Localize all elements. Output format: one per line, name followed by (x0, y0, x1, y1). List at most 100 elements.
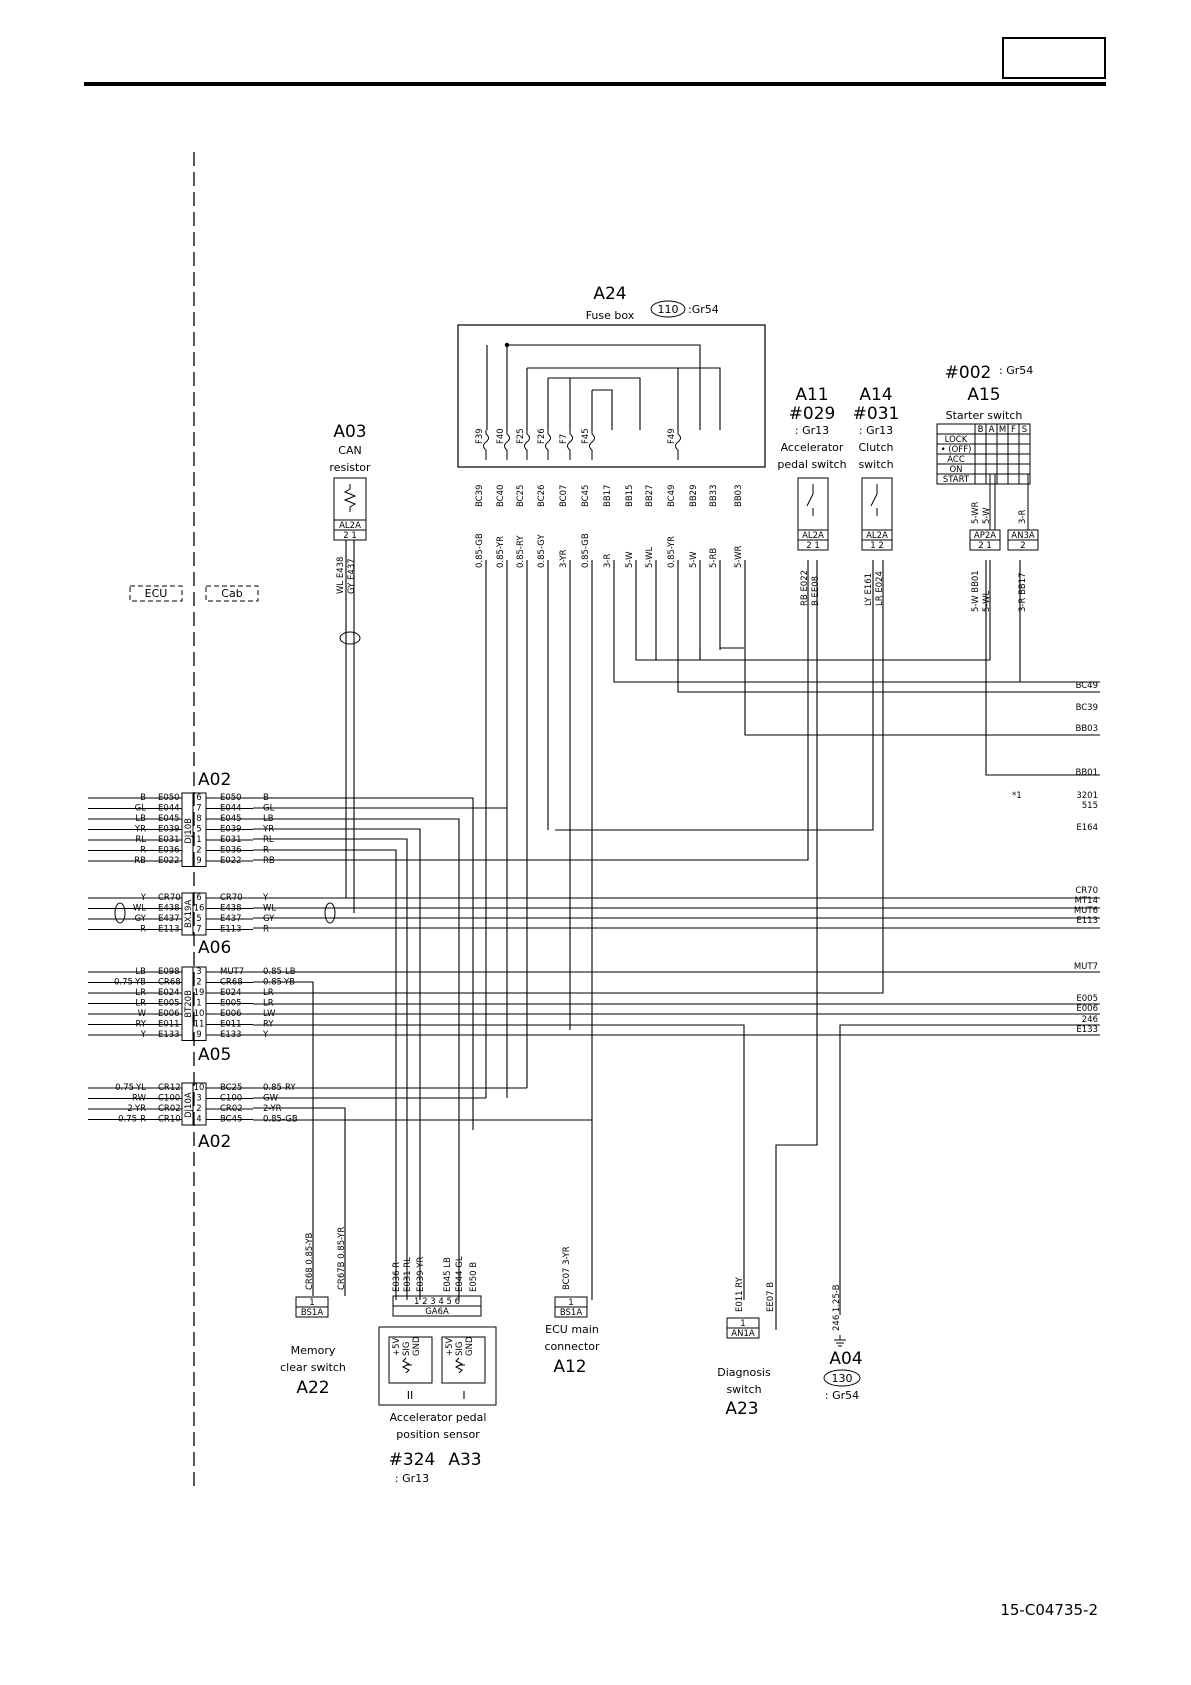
conn-pin: 3 (196, 967, 201, 977)
a11-pins: 2 1 (806, 541, 820, 551)
a22-id: A22 (296, 1378, 329, 1398)
right-edge-label: 246 (1082, 1015, 1098, 1025)
conn-right-wire: E036 (220, 846, 242, 856)
fuse-label: F25 (516, 428, 526, 444)
zone-ecu-label: ECU (145, 587, 168, 600)
a22-name2: clear switch (280, 1361, 346, 1374)
a12-name1: ECU main (545, 1323, 599, 1336)
right-edge-label: BC49 (1076, 681, 1098, 691)
conn-left-color: 2-YR (127, 1104, 146, 1114)
right-edge-label: E006 (1076, 1004, 1098, 1014)
conn-pin: 10 (194, 1083, 205, 1093)
conn-right-wire: E005 (220, 999, 242, 1009)
a33-signal-label: SIG (455, 1342, 465, 1357)
conn-right-wire: E044 (220, 804, 242, 814)
a33-wire-label: E045 LB (443, 1257, 453, 1292)
conn-pin: 5 (196, 914, 201, 924)
a11-wire1: RB E022 (800, 570, 810, 606)
a24-ref-oval (650, 300, 686, 318)
conn-left-wire: CR12 (158, 1083, 181, 1093)
fuse-output-wire: BB27 (645, 485, 655, 507)
a15-conn1: AP2A (974, 531, 996, 541)
fuse-output-color: 0.85-GB (475, 533, 485, 568)
a15-grp: : Gr54 (999, 364, 1033, 377)
wiring-lines (253, 560, 1100, 1330)
conn-right-wire: E024 (220, 988, 242, 998)
right-edge-label: E113 (1076, 916, 1098, 926)
a15-bot3: 3-R BB17 (1018, 572, 1028, 612)
a04-ref-oval (823, 1369, 861, 1387)
conn-pin: 8 (196, 814, 201, 824)
a33-wire-label: E039 YR (416, 1257, 426, 1292)
conn-pin: 2 (196, 1104, 201, 1114)
conn-right-wire: E006 (220, 1009, 242, 1019)
a33-conn: GA6A (425, 1307, 449, 1317)
a23-wire2: EE07 B (766, 1282, 776, 1312)
bx19a-twist-right-icon (324, 902, 336, 924)
conn-left-color: Y (140, 1030, 147, 1040)
conn-pin: 6 (196, 793, 201, 803)
conn-left-wire: CR68 (158, 978, 181, 988)
fuse-output-wire: BC45 (581, 485, 591, 507)
fuse-output-color: 3-YR (559, 549, 569, 568)
conn-left-wire: E005 (158, 999, 180, 1009)
conn-pin: 1 (196, 835, 201, 845)
conn-pin: 7 (196, 804, 201, 814)
conn-left-wire: CR10 (158, 1115, 181, 1125)
conn-pin: 10 (194, 1009, 205, 1019)
a11-num: #029 (789, 404, 836, 424)
a03-conn: AL2A (339, 521, 361, 531)
conn-right-wire: CR02 (220, 1104, 243, 1114)
a11-name1: Accelerator (781, 441, 844, 454)
fuse-label: F49 (667, 428, 677, 444)
a15-bot1: 5-W BB01 (971, 570, 981, 612)
a11-switch-icon (806, 484, 814, 516)
conn-left-color: GL (135, 804, 147, 814)
conn-left-wire: E039 (158, 825, 180, 835)
a15-top3: 3-R (1018, 510, 1028, 524)
dj10a-label: A02 (198, 1132, 231, 1152)
a33-wire-label: E036 R (392, 1262, 402, 1292)
conn-right-wire: E050 (220, 793, 242, 803)
fuse-output-wire: BC26 (537, 485, 547, 507)
conn-left-wire: CR02 (158, 1104, 181, 1114)
fuse-icon (567, 430, 573, 460)
fuse-output-color: 5-WL (645, 546, 655, 568)
fuse-output-color: 0.85-YR (496, 536, 506, 568)
a12-pin: 1 (568, 1298, 573, 1308)
conn-pin: 4 (196, 1115, 201, 1125)
fuse-icon (589, 430, 595, 460)
conn-pin: 9 (196, 1030, 201, 1040)
right-edge-label: MT14 (1075, 896, 1098, 906)
fuse-output-color: 5-W (689, 551, 699, 568)
a15-table-row: LOCK (945, 435, 968, 445)
fuse-icon (545, 430, 551, 460)
a33-signal-label: GND (465, 1336, 475, 1356)
a12-wire: BC07 3-YR (562, 1246, 572, 1290)
conn-left-wire: E022 (158, 856, 180, 866)
a33-signal-label: SIG (402, 1342, 412, 1357)
page-number-box (1002, 37, 1106, 79)
fuse-output-color: 0.85-GB (581, 533, 591, 568)
a15-table-col: F (1011, 425, 1016, 435)
conn-left-wire: E011 (158, 1020, 180, 1030)
conn-pin: 7 (196, 925, 201, 935)
a03-wire1: WL E438 (336, 557, 346, 594)
a23-id: A23 (725, 1399, 758, 1419)
right-edge-label: BB01 (1076, 768, 1098, 778)
right-edge-label: 515 (1082, 801, 1098, 811)
right-edge-label: CR70 (1075, 886, 1098, 896)
conn-pin: 19 (194, 988, 205, 998)
a24-ref-group: :Gr54 (688, 303, 719, 316)
fuse-output-color: 5-WR (734, 545, 744, 568)
a24-fuse-box (457, 324, 766, 468)
conn-left-wire: E050 (158, 793, 180, 803)
a24-name: Fuse box (586, 309, 635, 322)
a33-wire-label: E044 GL (455, 1256, 465, 1292)
a23-conn: AN1A (731, 1329, 755, 1339)
fuse-icon (675, 430, 681, 460)
fuse-label: F39 (475, 428, 485, 444)
conn-right-color: GY (263, 914, 275, 924)
